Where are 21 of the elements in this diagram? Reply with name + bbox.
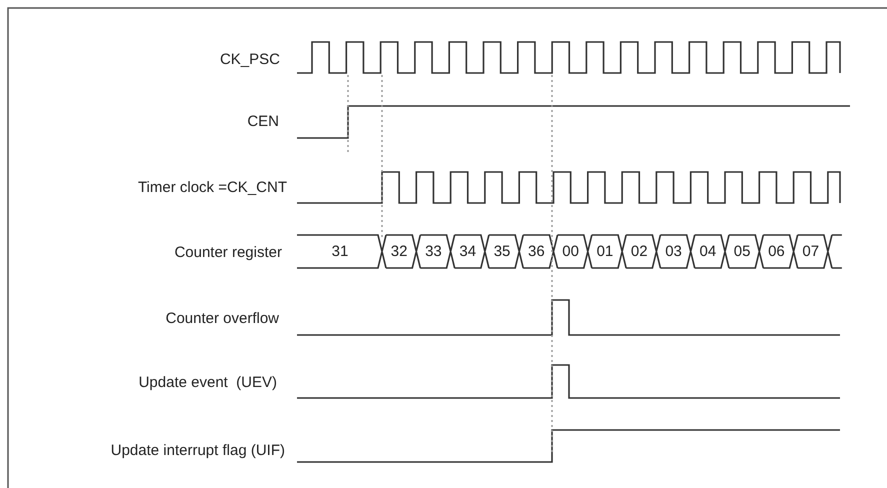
counter-value: 04: [700, 242, 716, 260]
counter-value: 34: [459, 242, 476, 260]
counter-value: 01: [596, 242, 614, 260]
signal-name: Update interrupt flag (UIF): [110, 442, 285, 460]
counter-value: 33: [425, 242, 442, 260]
counter-value: 03: [665, 242, 682, 260]
counter-value: 07: [802, 242, 820, 260]
signal-name: Counter register: [174, 244, 282, 262]
signal-name: Counter overflow: [166, 310, 279, 328]
counter-value: 32: [390, 242, 408, 260]
signal-name: Timer clock =CK_CNT: [138, 179, 287, 197]
counter-value: 02: [630, 242, 648, 260]
signal-name: Update event (UEV): [138, 374, 277, 392]
signal-name: CEN: [247, 113, 279, 131]
counter-value: 06: [768, 242, 785, 260]
counter-value: 00: [562, 242, 579, 260]
counter-value: 31: [332, 242, 348, 260]
signal-name: CK_PSC: [220, 51, 280, 69]
counter-value: 36: [528, 242, 545, 260]
counter-value: 05: [734, 242, 750, 260]
counter-value: 35: [494, 242, 510, 260]
